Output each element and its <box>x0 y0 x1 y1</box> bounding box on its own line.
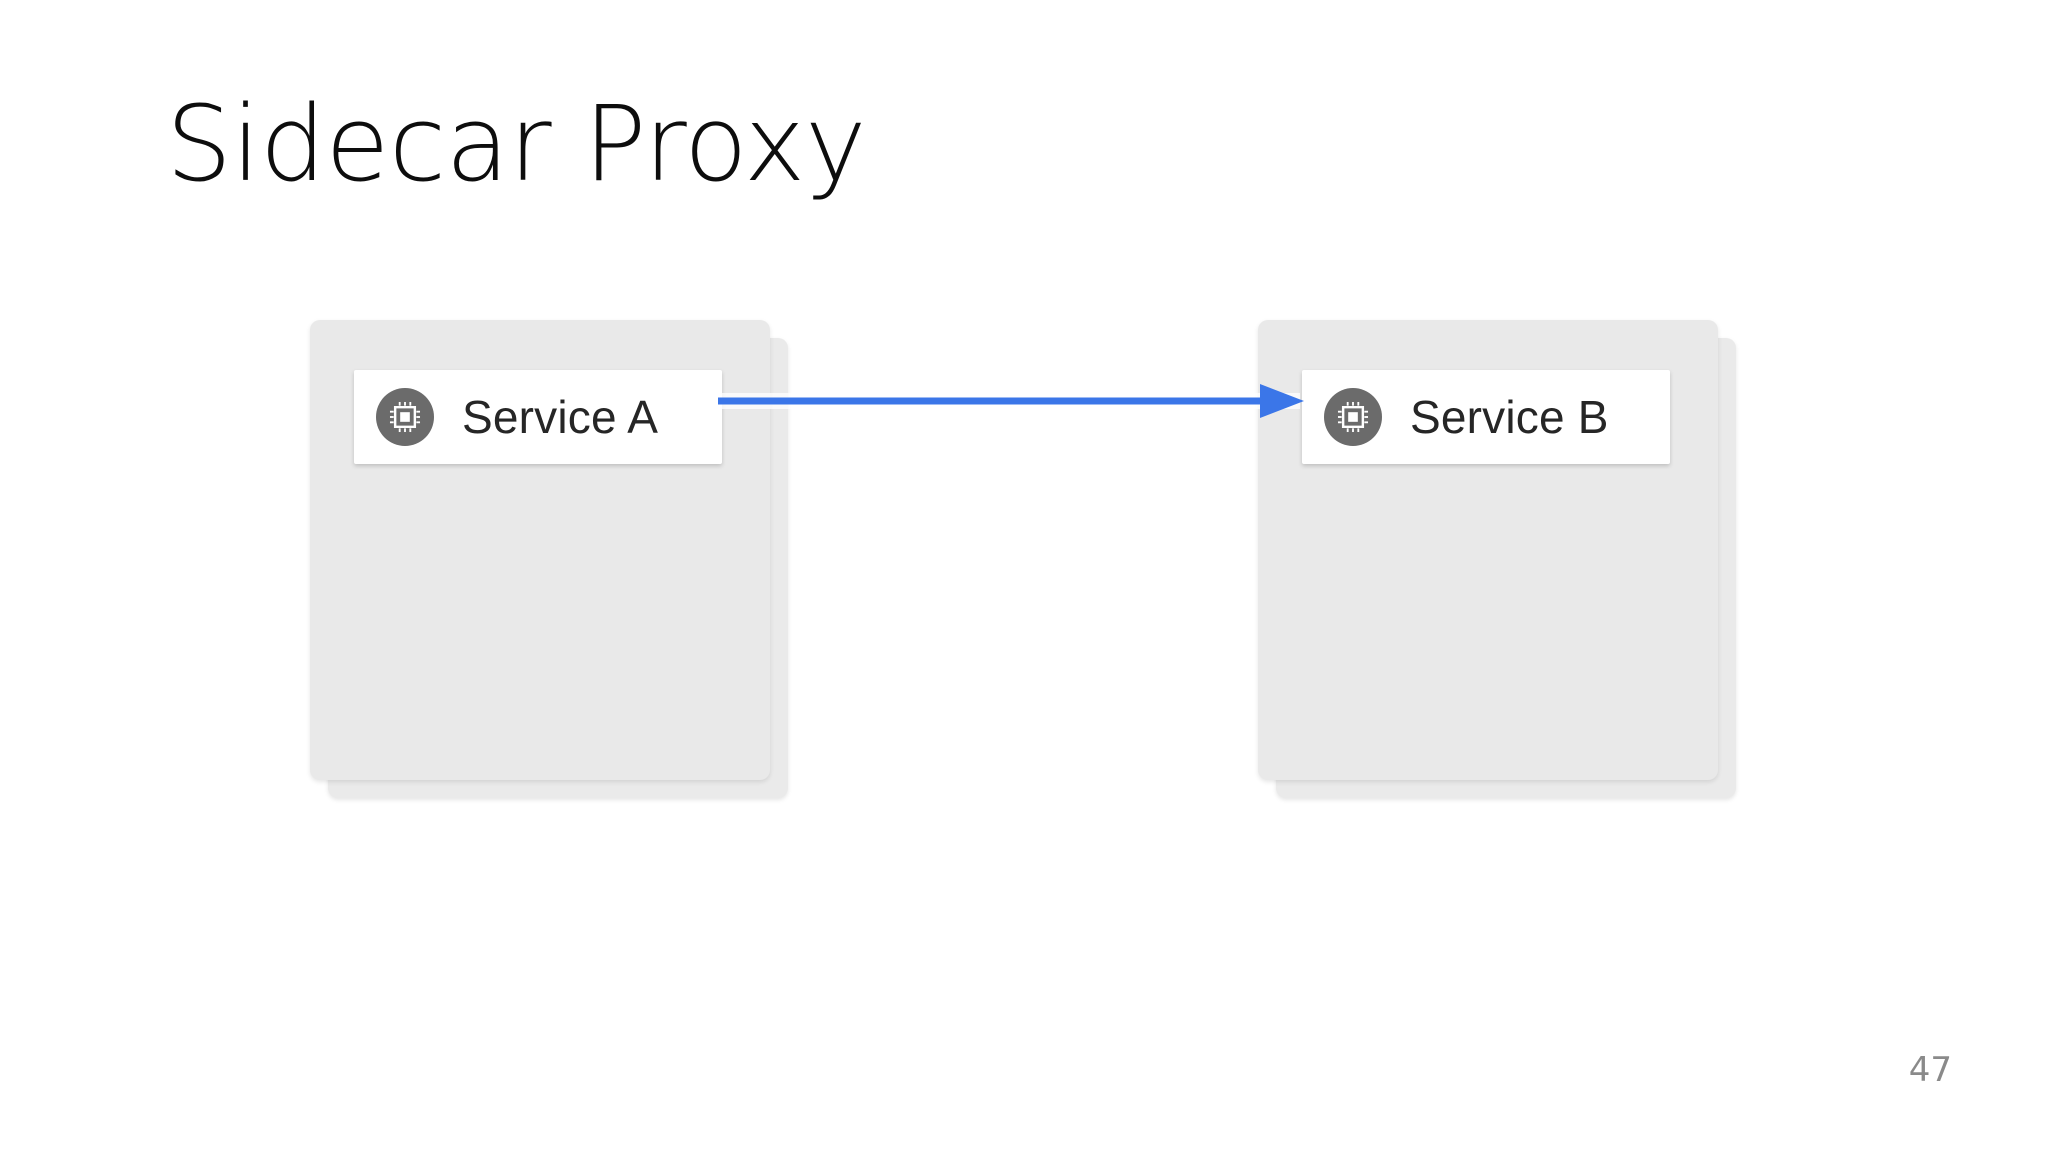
service-label-service-b: Service B <box>1410 391 1609 443</box>
service-group-service-a[interactable]: Service A <box>310 320 788 798</box>
arrow-head-icon <box>1260 384 1304 418</box>
service-card-service-a[interactable]: Service A <box>354 370 722 464</box>
service-card-service-b[interactable]: Service B <box>1302 370 1670 464</box>
connector-service-a-to-service-b <box>700 384 1304 418</box>
service-group-service-b[interactable]: Service B <box>1258 320 1736 798</box>
chip-icon <box>376 388 434 446</box>
chip-icon <box>1324 388 1382 446</box>
service-label-service-a: Service A <box>462 391 659 443</box>
page-number: 47 <box>1908 1050 1952 1090</box>
page-title: Sidecar Proxy <box>166 83 867 205</box>
